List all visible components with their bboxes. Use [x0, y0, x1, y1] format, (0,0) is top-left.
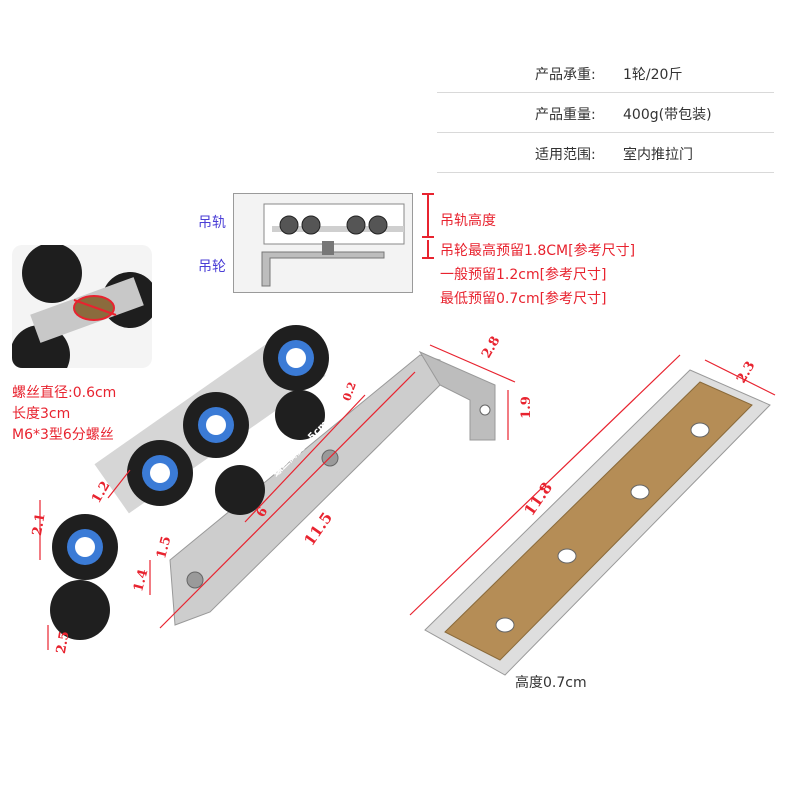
spec-row-load: 产品承重: 1轮/20斤 — [437, 52, 774, 93]
dim-line — [244, 394, 366, 523]
hanger-bolt — [322, 241, 334, 255]
rail-dimension-lines — [409, 354, 776, 616]
wheel — [301, 215, 321, 235]
rail-hole — [630, 484, 650, 500]
screw-photo-svg — [12, 245, 152, 368]
photo-wheel — [22, 245, 82, 303]
dim-line — [429, 344, 516, 383]
bracket-hole — [479, 404, 491, 416]
spec-value: 400g(带包装) — [623, 107, 712, 123]
dim-line — [409, 354, 681, 616]
track-slot — [272, 226, 404, 232]
spec-value: 室内推拉门 — [623, 147, 693, 163]
diagram-red-brackets — [422, 193, 434, 259]
wheel — [275, 390, 325, 440]
spec-label: 产品重量: — [535, 107, 596, 123]
label-min-reserve: 最低预留0.7cm[参考尺寸] — [440, 291, 607, 307]
dim-line — [159, 371, 416, 629]
diagram-label-track: 吊轨 — [198, 215, 226, 231]
track-diagram — [233, 193, 413, 293]
wheel — [127, 440, 193, 506]
diagram-label-wheel: 吊轮 — [198, 259, 226, 275]
wheel — [52, 514, 118, 580]
rail-holes — [495, 422, 710, 633]
label-track-height: 吊轨高度 — [440, 213, 496, 229]
photo-diameter-line — [73, 299, 117, 316]
wheel — [368, 215, 388, 235]
carriage-wheels — [50, 325, 329, 640]
track-diagram-svg — [261, 203, 405, 287]
dim-line — [704, 359, 776, 396]
spec-label: 适用范围: — [535, 147, 596, 163]
rail-hole — [557, 548, 577, 564]
hanger-top-flange — [418, 350, 496, 441]
screw-photo — [12, 245, 152, 368]
wheels — [279, 215, 388, 235]
label-normal-reserve: 一般预留1.2cm[参考尺寸] — [440, 267, 607, 283]
screw-type: M6*3型6分螺丝 — [12, 427, 114, 443]
track-rail-channel — [444, 381, 753, 661]
dim-1-9: 1.9 — [518, 396, 534, 419]
spec-row-usage: 适用范围: 室内推拉门 — [437, 132, 774, 173]
hanger-bracket — [261, 251, 385, 287]
wheel — [263, 325, 329, 391]
screw-diameter: 螺丝直径:0.6cm — [12, 385, 117, 401]
spec-label: 产品承重: — [535, 67, 596, 83]
rail-hole — [495, 617, 515, 633]
label-max-reserve: 吊轮最高预留1.8CM[参考尺寸] — [440, 243, 636, 259]
wheel — [183, 392, 249, 458]
spec-value: 1轮/20斤 — [623, 67, 683, 83]
wheel — [215, 465, 265, 515]
rail-height-label: 高度0.7cm — [515, 675, 587, 691]
dim-line — [107, 469, 131, 499]
spec-row-weight: 产品重量: 400g(带包装) — [437, 92, 774, 133]
screw-length: 长度3cm — [12, 406, 71, 422]
wheel — [50, 580, 110, 640]
rail-hole — [690, 422, 710, 438]
bracket-dimension-lines — [39, 344, 516, 650]
bracket-bolt — [186, 571, 204, 589]
wheel — [279, 215, 299, 235]
wheel — [346, 215, 366, 235]
